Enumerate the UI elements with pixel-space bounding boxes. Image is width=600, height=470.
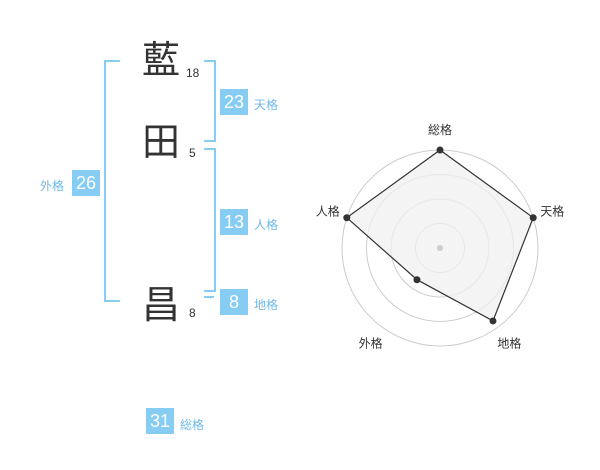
tenkaku-bracket: [204, 60, 216, 142]
jinkaku-value: 13: [220, 209, 248, 235]
radar-axis-label-4: 外格: [359, 335, 383, 350]
chikaku-value: 8: [220, 289, 248, 315]
radar-point-4: [413, 276, 421, 284]
gaikaku-value: 26: [72, 170, 100, 196]
stroke-count-2: 5: [189, 146, 196, 160]
jinkaku-label: 人格: [254, 218, 279, 232]
radar-point-2: [529, 214, 537, 222]
name-char-2: 田: [142, 120, 181, 164]
soukaku-label: 総格: [180, 418, 205, 432]
radar-polygon: [345, 149, 534, 322]
radar-axis-label-3: 地格: [497, 335, 521, 350]
chikaku-label: 地格: [254, 298, 279, 312]
radar-point-5: [343, 214, 351, 222]
gaikaku-bracket: [104, 60, 120, 302]
radar-axis-label-2: 天格: [540, 204, 564, 219]
radar-axis-label-1: 総格: [428, 122, 452, 137]
radar-point-3: [489, 317, 497, 325]
soukaku-value: 31: [146, 408, 174, 434]
name-char-1: 藍: [142, 38, 181, 82]
stroke-count-1: 18: [186, 66, 200, 80]
tenkaku-label: 天格: [254, 98, 279, 112]
name-char-3: 昌: [142, 283, 181, 327]
chikaku-bracket: [204, 296, 214, 298]
gaikaku-label: 外格: [40, 179, 65, 193]
radar-center-dot: [437, 245, 443, 251]
radar-axis-label-5: 人格: [316, 204, 340, 219]
jinkaku-bracket: [204, 148, 216, 292]
tenkaku-value: 23: [220, 89, 248, 115]
stroke-count-3: 8: [189, 306, 196, 320]
radar-point-1: [436, 146, 444, 154]
